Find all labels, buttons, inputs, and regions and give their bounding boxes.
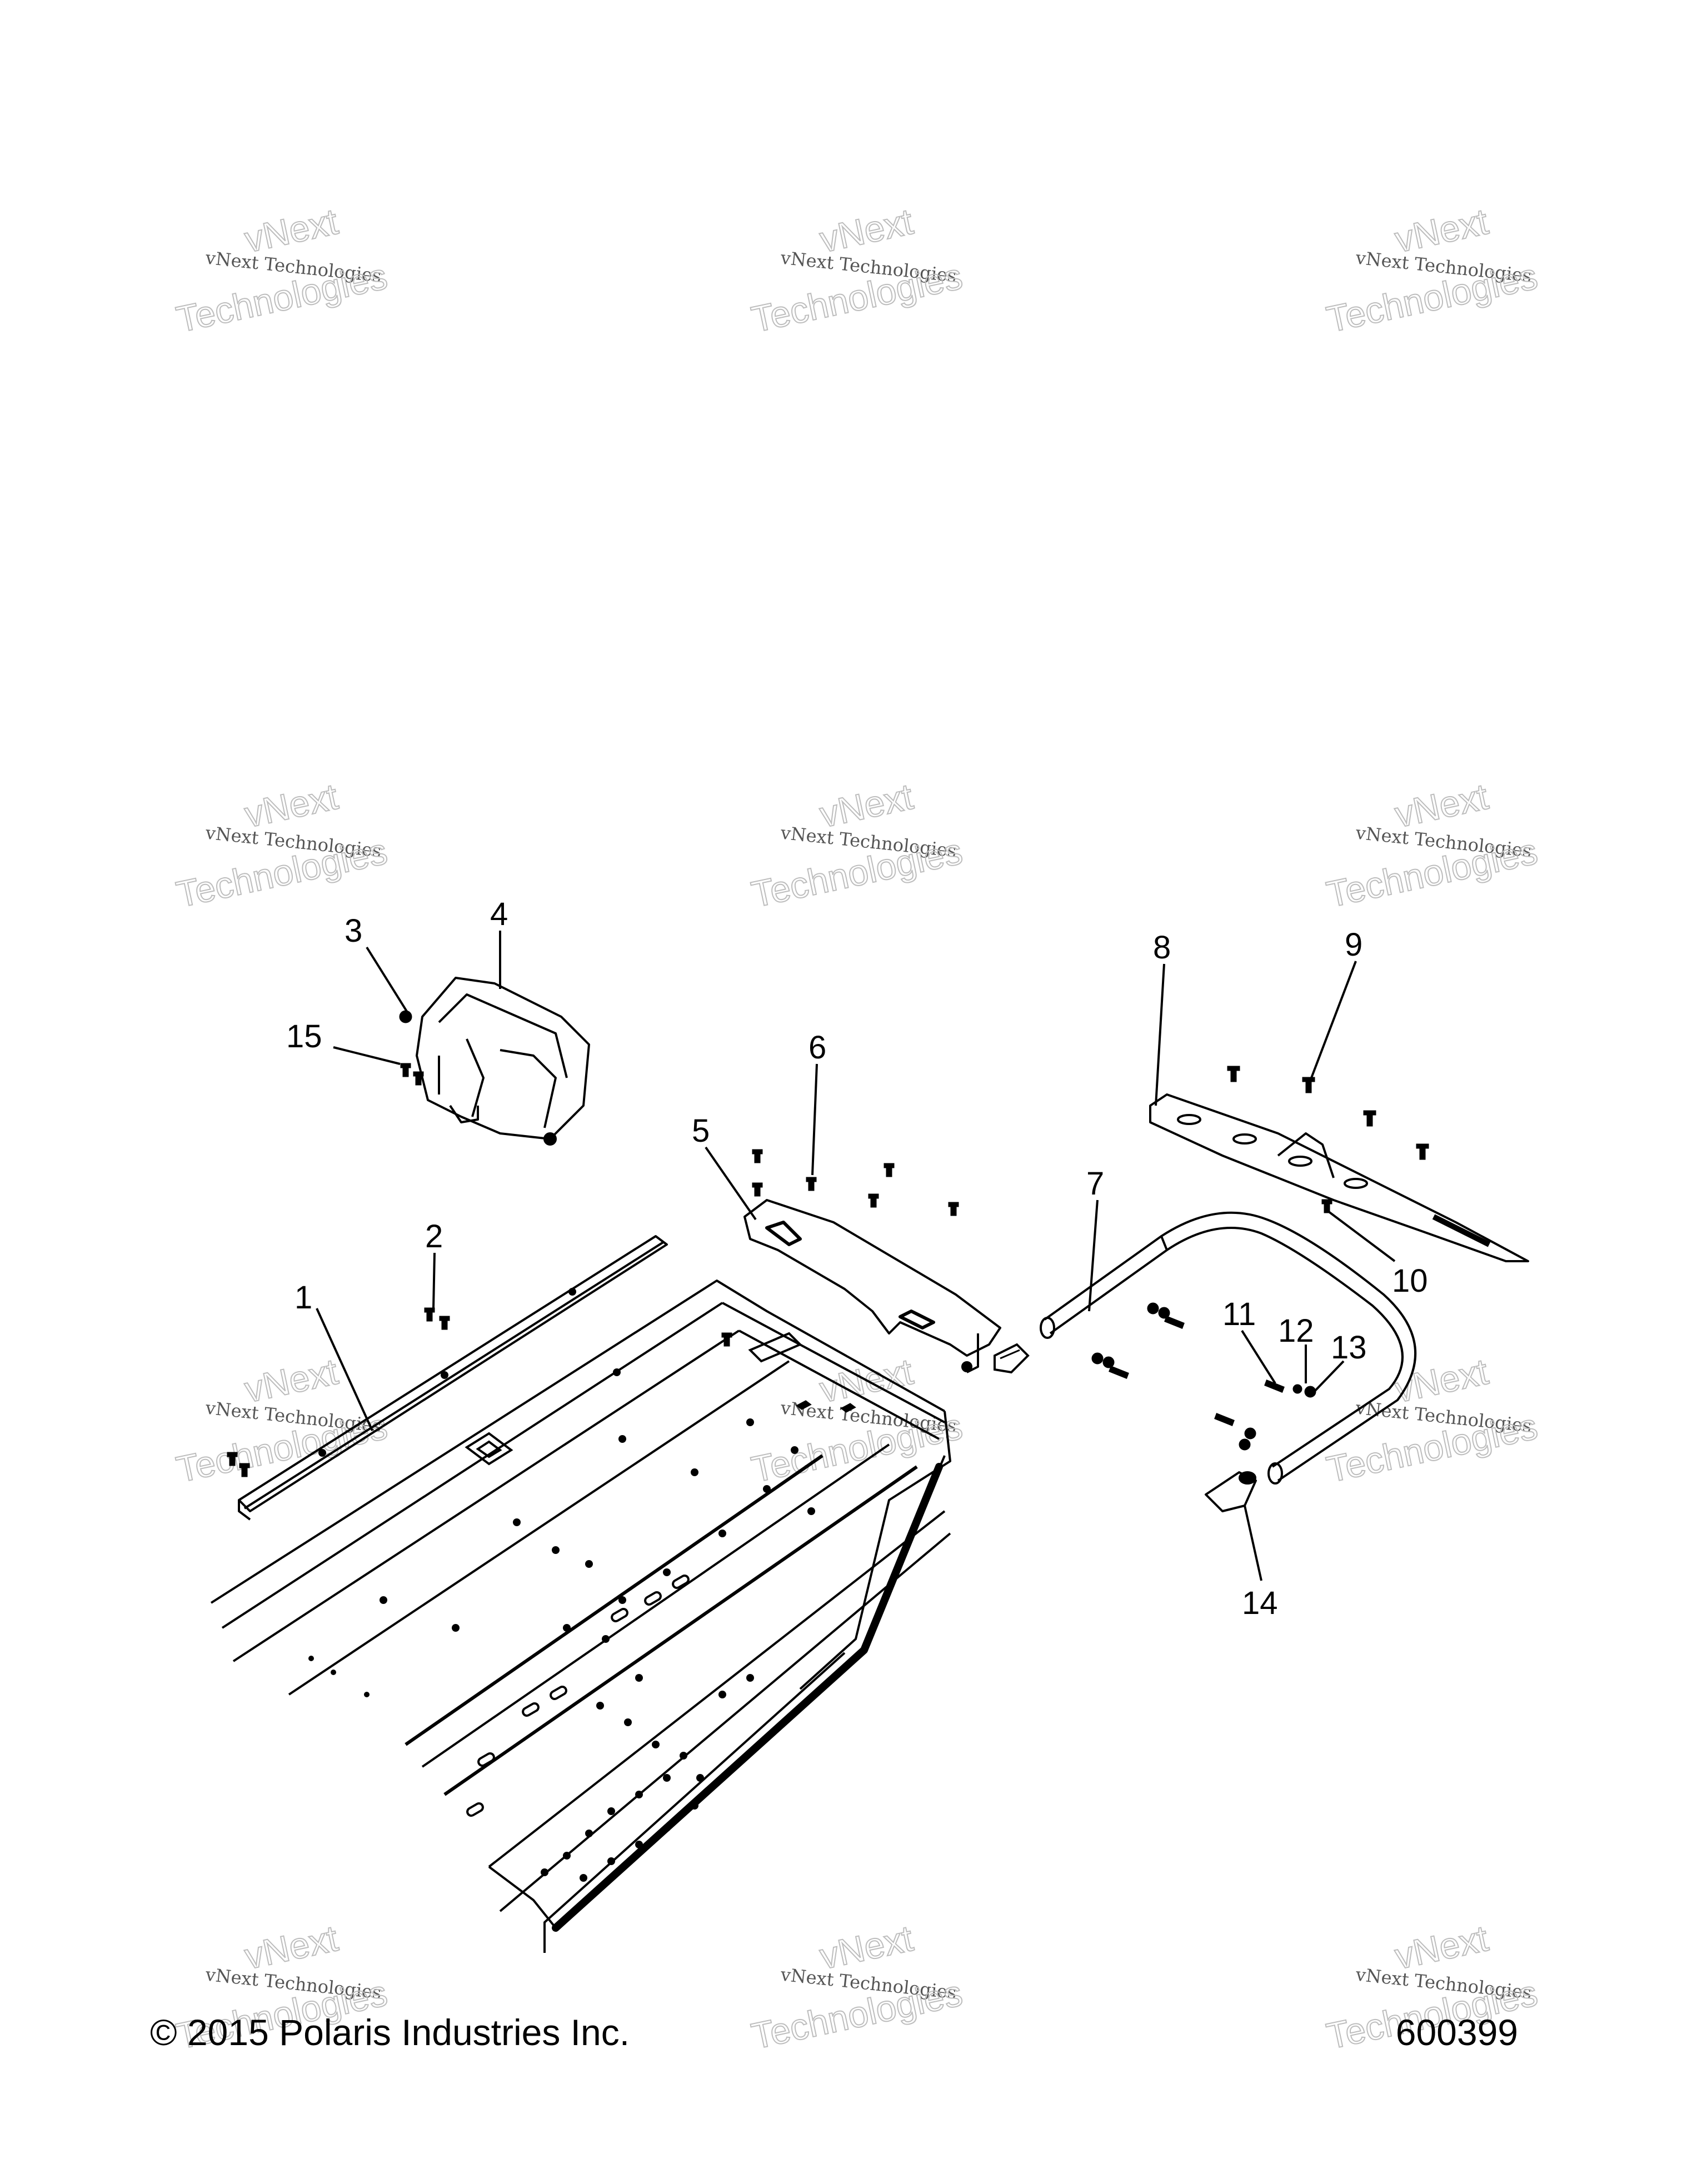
callout-10: 10 (1392, 1263, 1428, 1299)
watermark-group: vNext vNext Technologies Technologies (747, 1917, 966, 2057)
callout-15: 15 (286, 1018, 322, 1054)
leader-13 (1313, 1360, 1345, 1393)
watermark-vnext: vNext (816, 776, 916, 835)
leader-10 (1327, 1210, 1396, 1262)
watermark-group: vNext vNext Technologies Technologies (1322, 1350, 1541, 1491)
callout-8: 8 (1153, 929, 1171, 966)
watermark-group: vNext vNext Technologies Technologies (747, 200, 966, 341)
leader-6 (811, 1063, 818, 1176)
callout-9: 9 (1345, 927, 1362, 963)
callout-2: 2 (425, 1218, 443, 1255)
tunnel-holes (308, 1368, 815, 1882)
watermark-group: vNext vNext Technologies Technologies (172, 200, 391, 341)
callout-5: 5 (692, 1113, 710, 1149)
part-5-bracket (743, 1199, 1001, 1373)
leader-7 (1088, 1200, 1099, 1312)
watermark-group: vNext vNext Technologies Technologies (747, 775, 966, 916)
watermark-group: vNext vNext Technologies Technologies (1322, 200, 1541, 341)
tunnel-slots (465, 1332, 802, 1817)
leader-9 (1310, 961, 1357, 1078)
watermark-vnext: vNext (1391, 201, 1491, 260)
callout-1: 1 (295, 1280, 312, 1316)
watermark-vnext: vNext (1391, 1917, 1491, 1977)
watermark-vnext: vNext (1391, 1351, 1491, 1410)
callout-4: 4 (490, 896, 508, 932)
callout-12: 12 (1278, 1313, 1314, 1349)
leader-lines (316, 931, 1396, 1581)
figure-number: 600399 (1395, 2012, 1518, 2053)
part-7-grab-bar (1040, 1211, 1417, 1485)
leader-2 (432, 1252, 436, 1309)
watermark-vnext: vNext (816, 1917, 916, 1977)
callout-labels: 1 2 3 4 5 6 7 8 9 10 11 12 13 14 15 (286, 896, 1428, 1621)
watermark-vnext: vNext (241, 1351, 341, 1410)
watermark-vnext: vNext (816, 201, 916, 260)
watermark-vnext: vNext (241, 1917, 341, 1977)
watermark-vnext: vNext (241, 201, 341, 260)
part-4-cover (416, 977, 590, 1146)
callout-7: 7 (1086, 1166, 1104, 1202)
leader-11 (1241, 1330, 1276, 1385)
part-14-end-cap (1205, 1471, 1257, 1512)
watermark-group: vNext vNext Technologies Technologies (1322, 775, 1541, 916)
callout-14: 14 (1242, 1585, 1278, 1621)
leader-1 (316, 1308, 373, 1431)
watermark-vnext: vNext (1391, 776, 1491, 835)
copyright-text: © 2015 Polaris Industries Inc. (150, 2012, 630, 2053)
part-1-rail (238, 1235, 668, 1521)
leader-3 (366, 946, 410, 1015)
callout-6: 6 (808, 1029, 826, 1066)
part-8-bracket (1149, 1093, 1529, 1262)
watermark-vnext: vNext (241, 776, 341, 835)
callout-3: 3 (345, 913, 362, 949)
callout-13: 13 (1331, 1330, 1367, 1366)
leader-14 (1244, 1505, 1262, 1581)
watermark-group: vNext vNext Technologies Technologies (747, 1350, 966, 1491)
fasteners (227, 1010, 1429, 1477)
leader-15 (333, 1046, 401, 1065)
watermark-group: vNext vNext Technologies Technologies (172, 1350, 391, 1491)
watermark-group: vNext vNext Technologies Technologies (172, 775, 391, 916)
tunnel-assembly (210, 1280, 951, 1953)
leader-8 (1155, 963, 1165, 1106)
callout-11: 11 (1222, 1296, 1256, 1332)
leader-5 (705, 1146, 757, 1221)
